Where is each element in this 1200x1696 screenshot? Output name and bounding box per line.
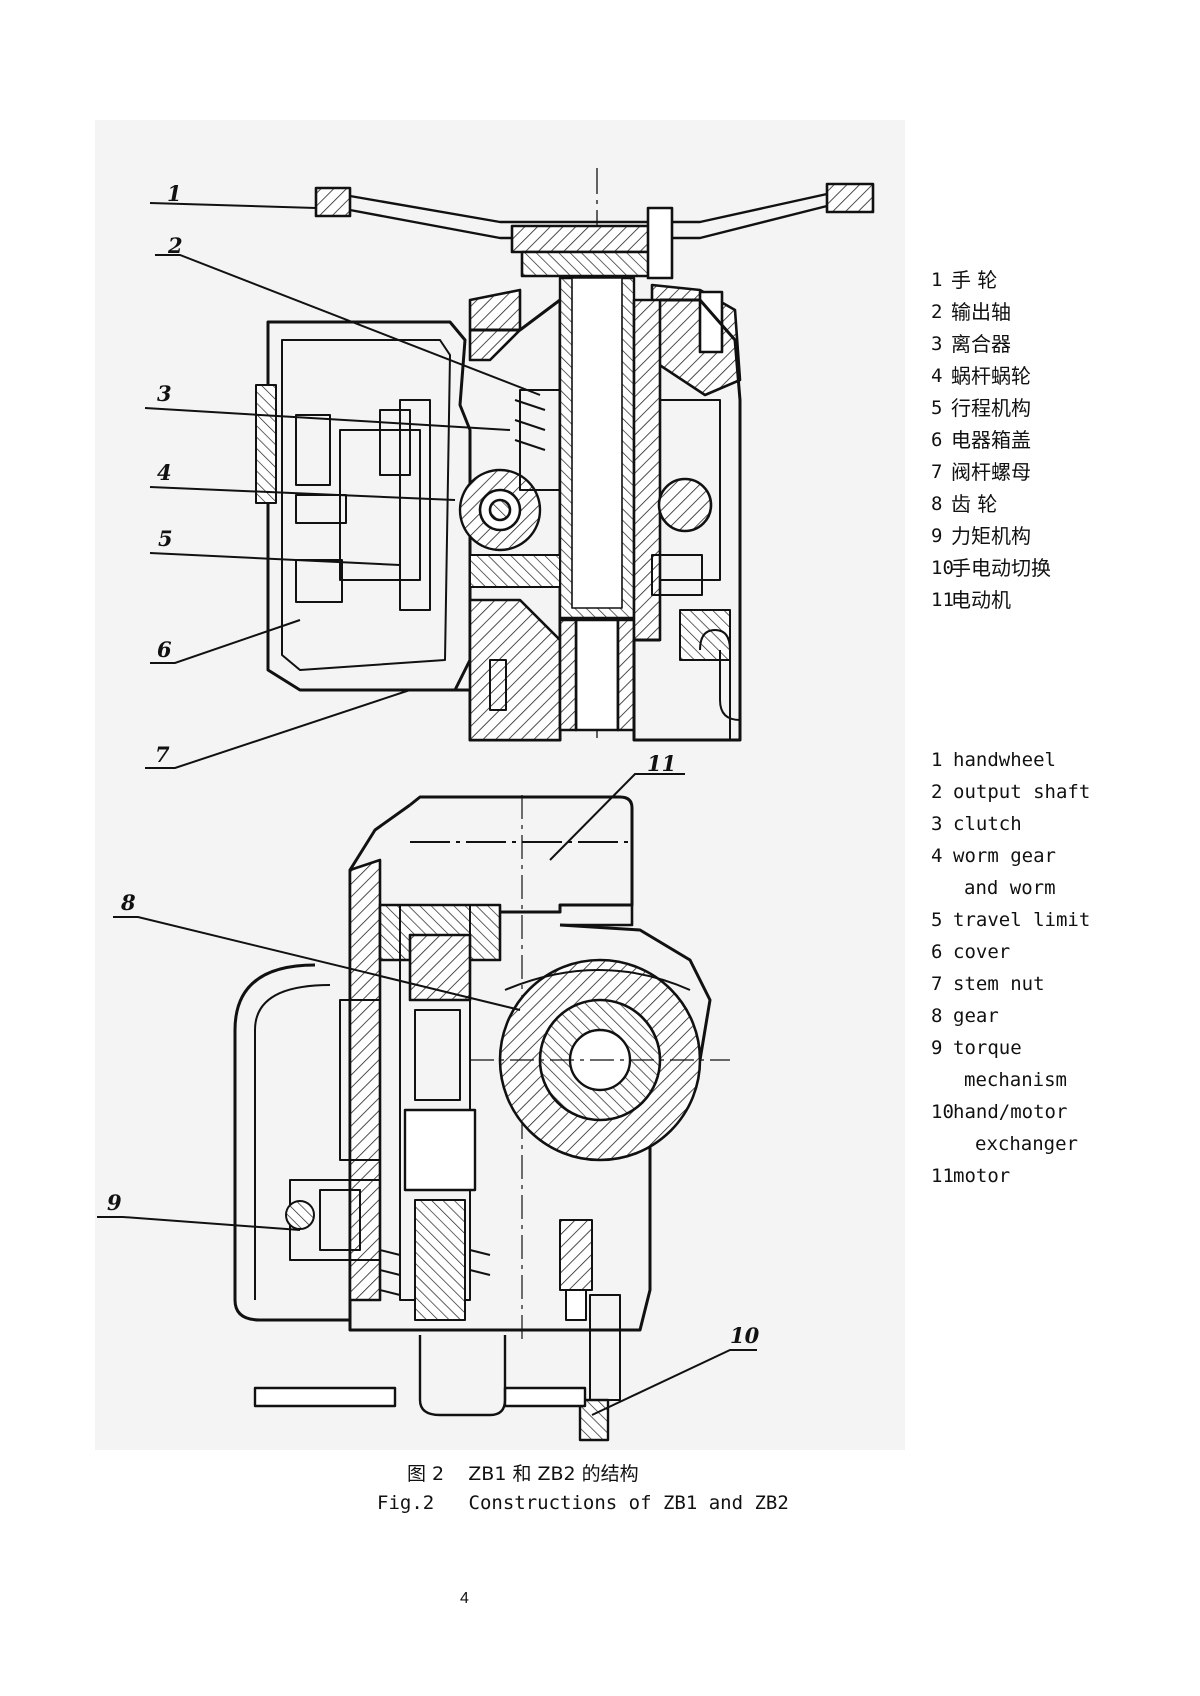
callout-6: 6 (157, 637, 172, 662)
handwheel-rim (314, 182, 875, 218)
callout-9: 9 (107, 1190, 122, 1215)
callout-3: 3 (157, 381, 172, 406)
callout-10: 10 (730, 1323, 760, 1348)
base-plate (253, 1386, 397, 1408)
leader-lines (97, 202, 757, 1416)
legend-en-continuation: exchanger (975, 1133, 1078, 1155)
torque-mechanism (285, 1200, 315, 1230)
figure-caption-chinese: 图 2 ZB1 和 ZB2 的结构 (407, 1463, 639, 1485)
cover-lower (233, 963, 350, 1322)
gear-spur (408, 933, 472, 1002)
motor-housing (409, 795, 634, 914)
right-housing (632, 298, 742, 742)
top-section-drawing (255, 168, 875, 742)
handwheel-spoke (349, 192, 828, 224)
legend-en-continuation: mechanism (964, 1069, 1067, 1091)
figure-caption-english: Fig.2 Constructions of ZB1 and ZB2 (377, 1492, 789, 1514)
callout-5: 5 (158, 526, 173, 551)
upper-housing (468, 288, 522, 362)
handwheel-hub (510, 224, 664, 254)
callout-8: 8 (121, 890, 136, 915)
callout-1: 1 (167, 181, 182, 206)
page-number: 4 (460, 1590, 469, 1607)
callout-11: 11 (647, 751, 677, 776)
bottom-section-drawing (233, 795, 730, 1442)
cover-fins (255, 384, 277, 504)
callout-2: 2 (168, 233, 183, 258)
callout-4: 4 (157, 460, 172, 485)
legend-en-continuation: and worm (964, 877, 1056, 899)
callout-7: 7 (155, 742, 170, 767)
electrical-box (266, 320, 472, 692)
